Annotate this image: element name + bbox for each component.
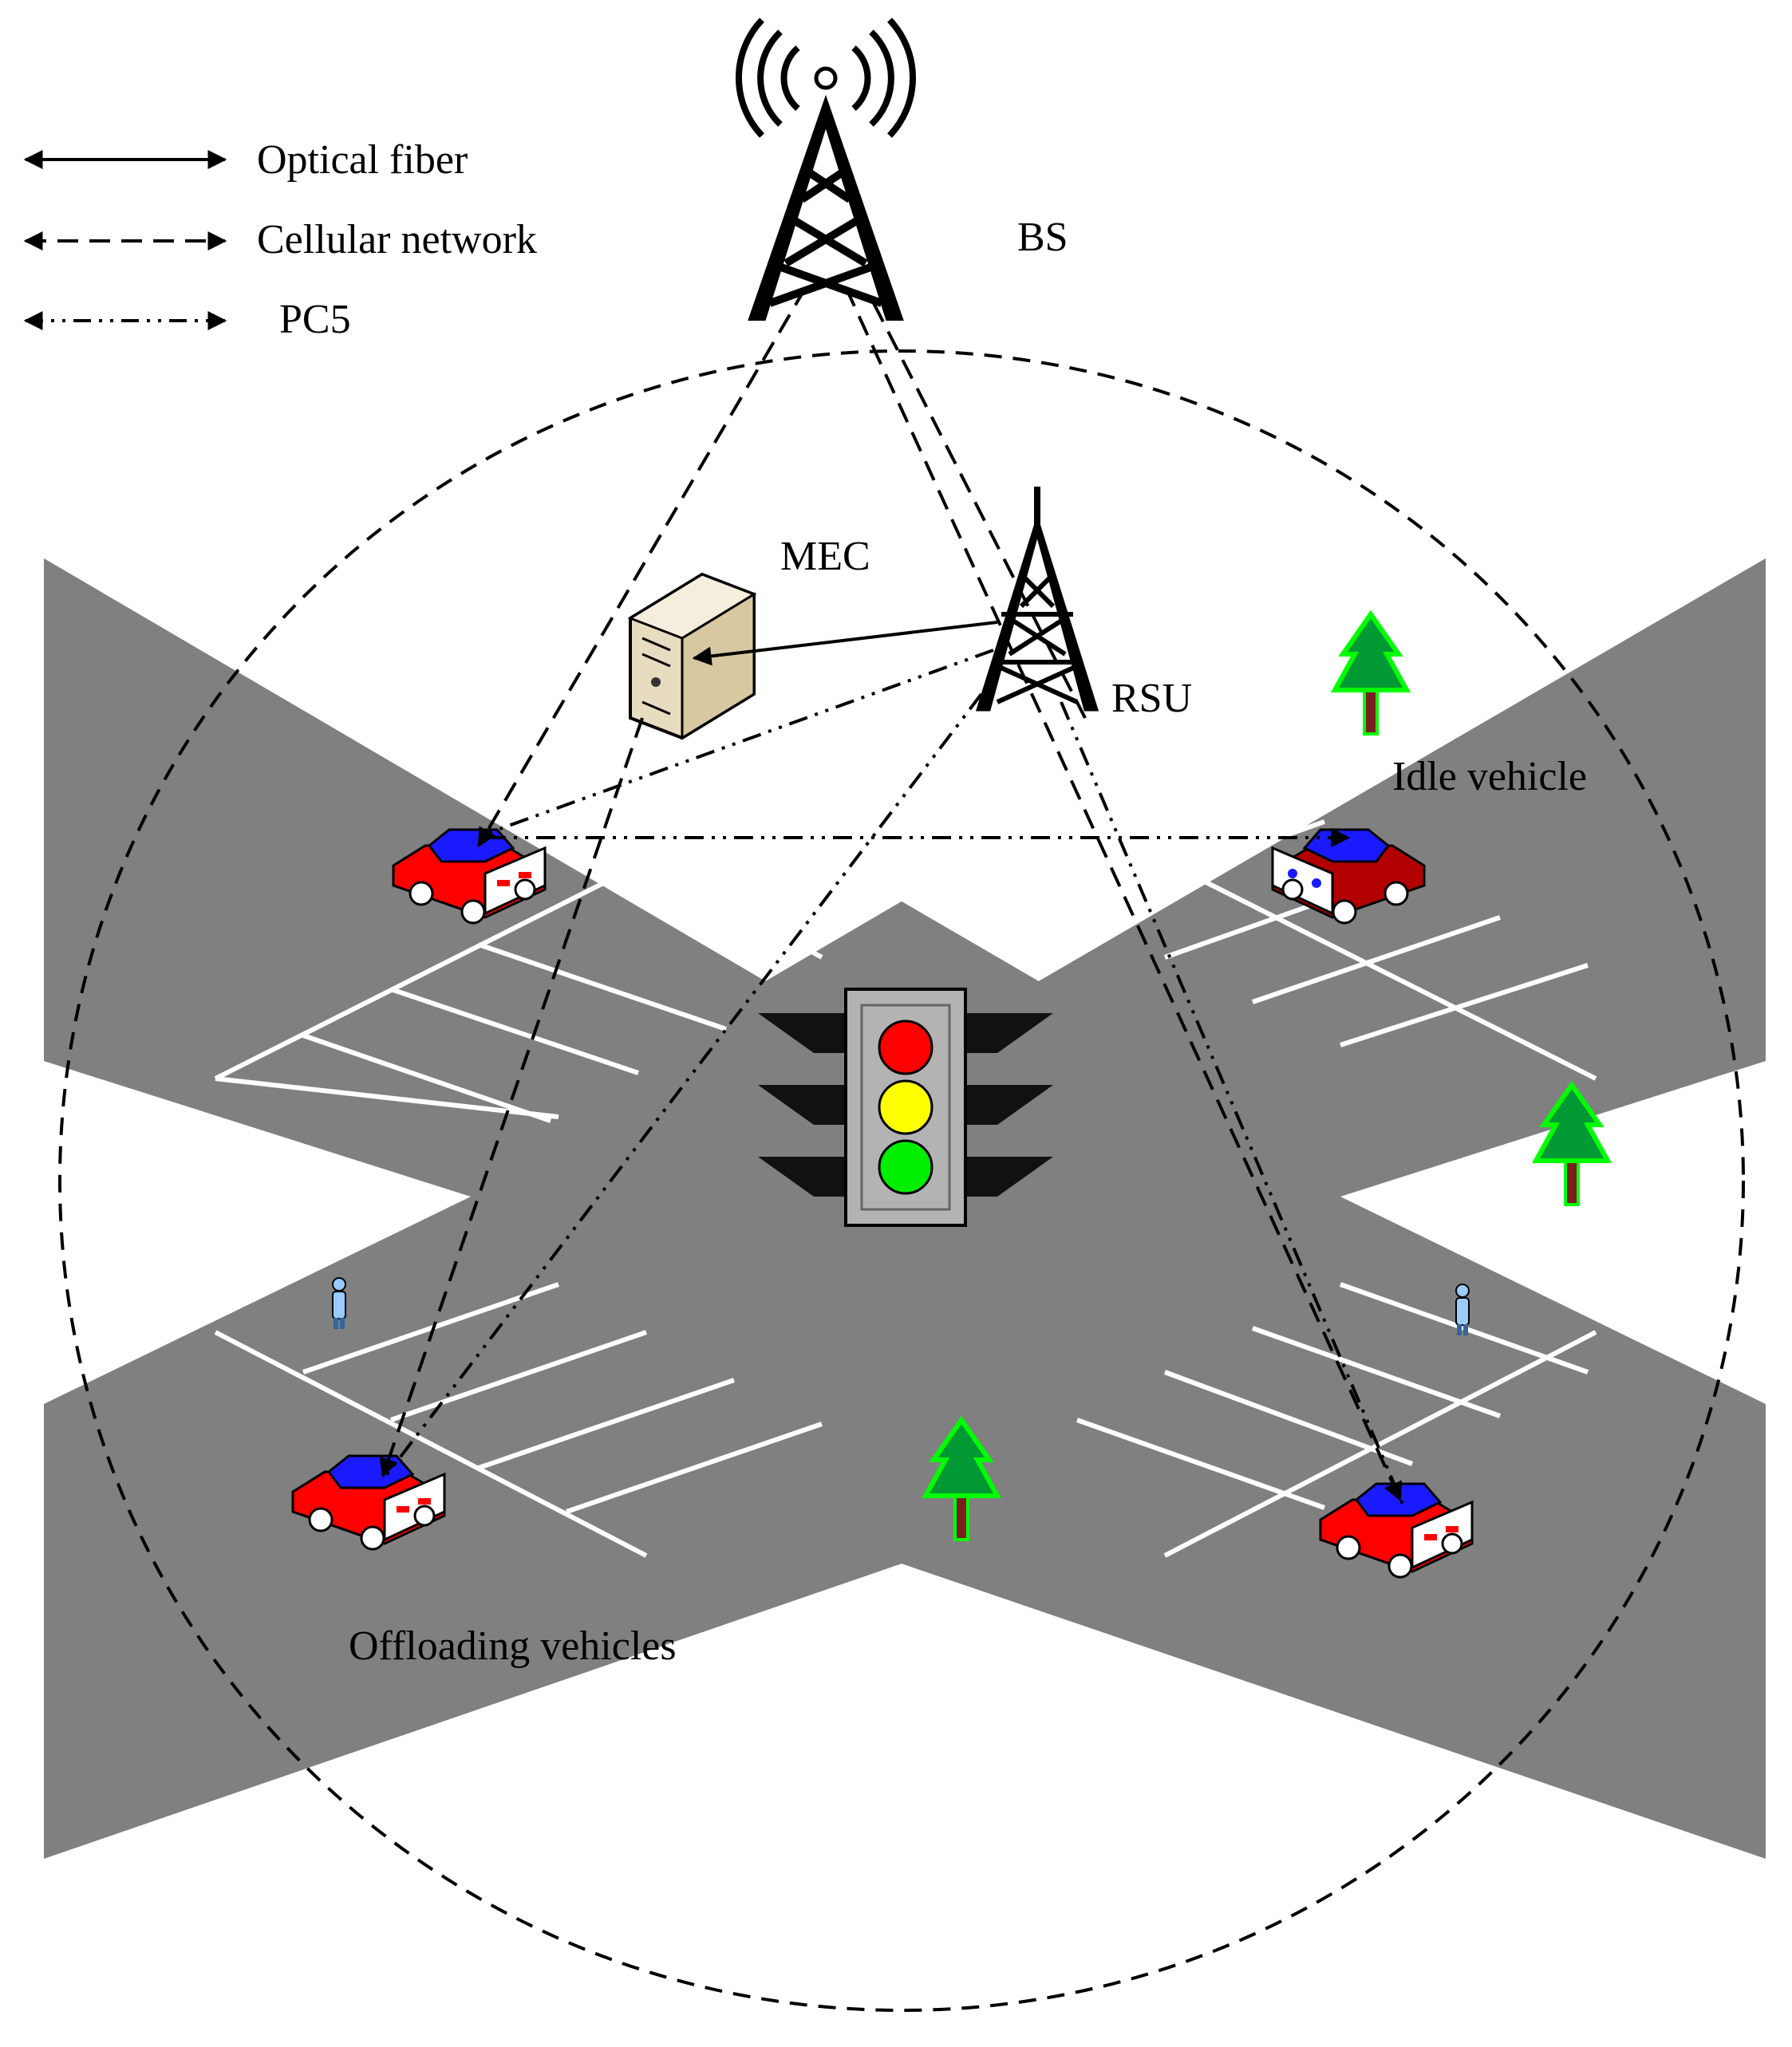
mec-label: MEC (780, 534, 870, 579)
tower-rsu-icon (975, 487, 1099, 712)
rsu-label: RSU (1111, 676, 1193, 721)
tree-icon (1335, 614, 1407, 734)
legend-cellular-network-label: Cellular network (257, 217, 537, 262)
offloading-vehicles-label: Offloading vehicles (349, 1623, 677, 1669)
legend-pc5-label: PC5 (279, 297, 351, 342)
legend (23, 150, 227, 330)
tower-bs-icon (736, 18, 916, 321)
traffic-light-icon (758, 988, 1053, 1227)
connections (379, 286, 1406, 1509)
bs-label: BS (1017, 215, 1068, 260)
server-icon (627, 572, 757, 740)
idle-vehicle-label: Idle vehicle (1392, 754, 1587, 799)
coverage-circle (58, 349, 1745, 2012)
legend-optical-fiber-label: Optical fiber (257, 137, 468, 183)
